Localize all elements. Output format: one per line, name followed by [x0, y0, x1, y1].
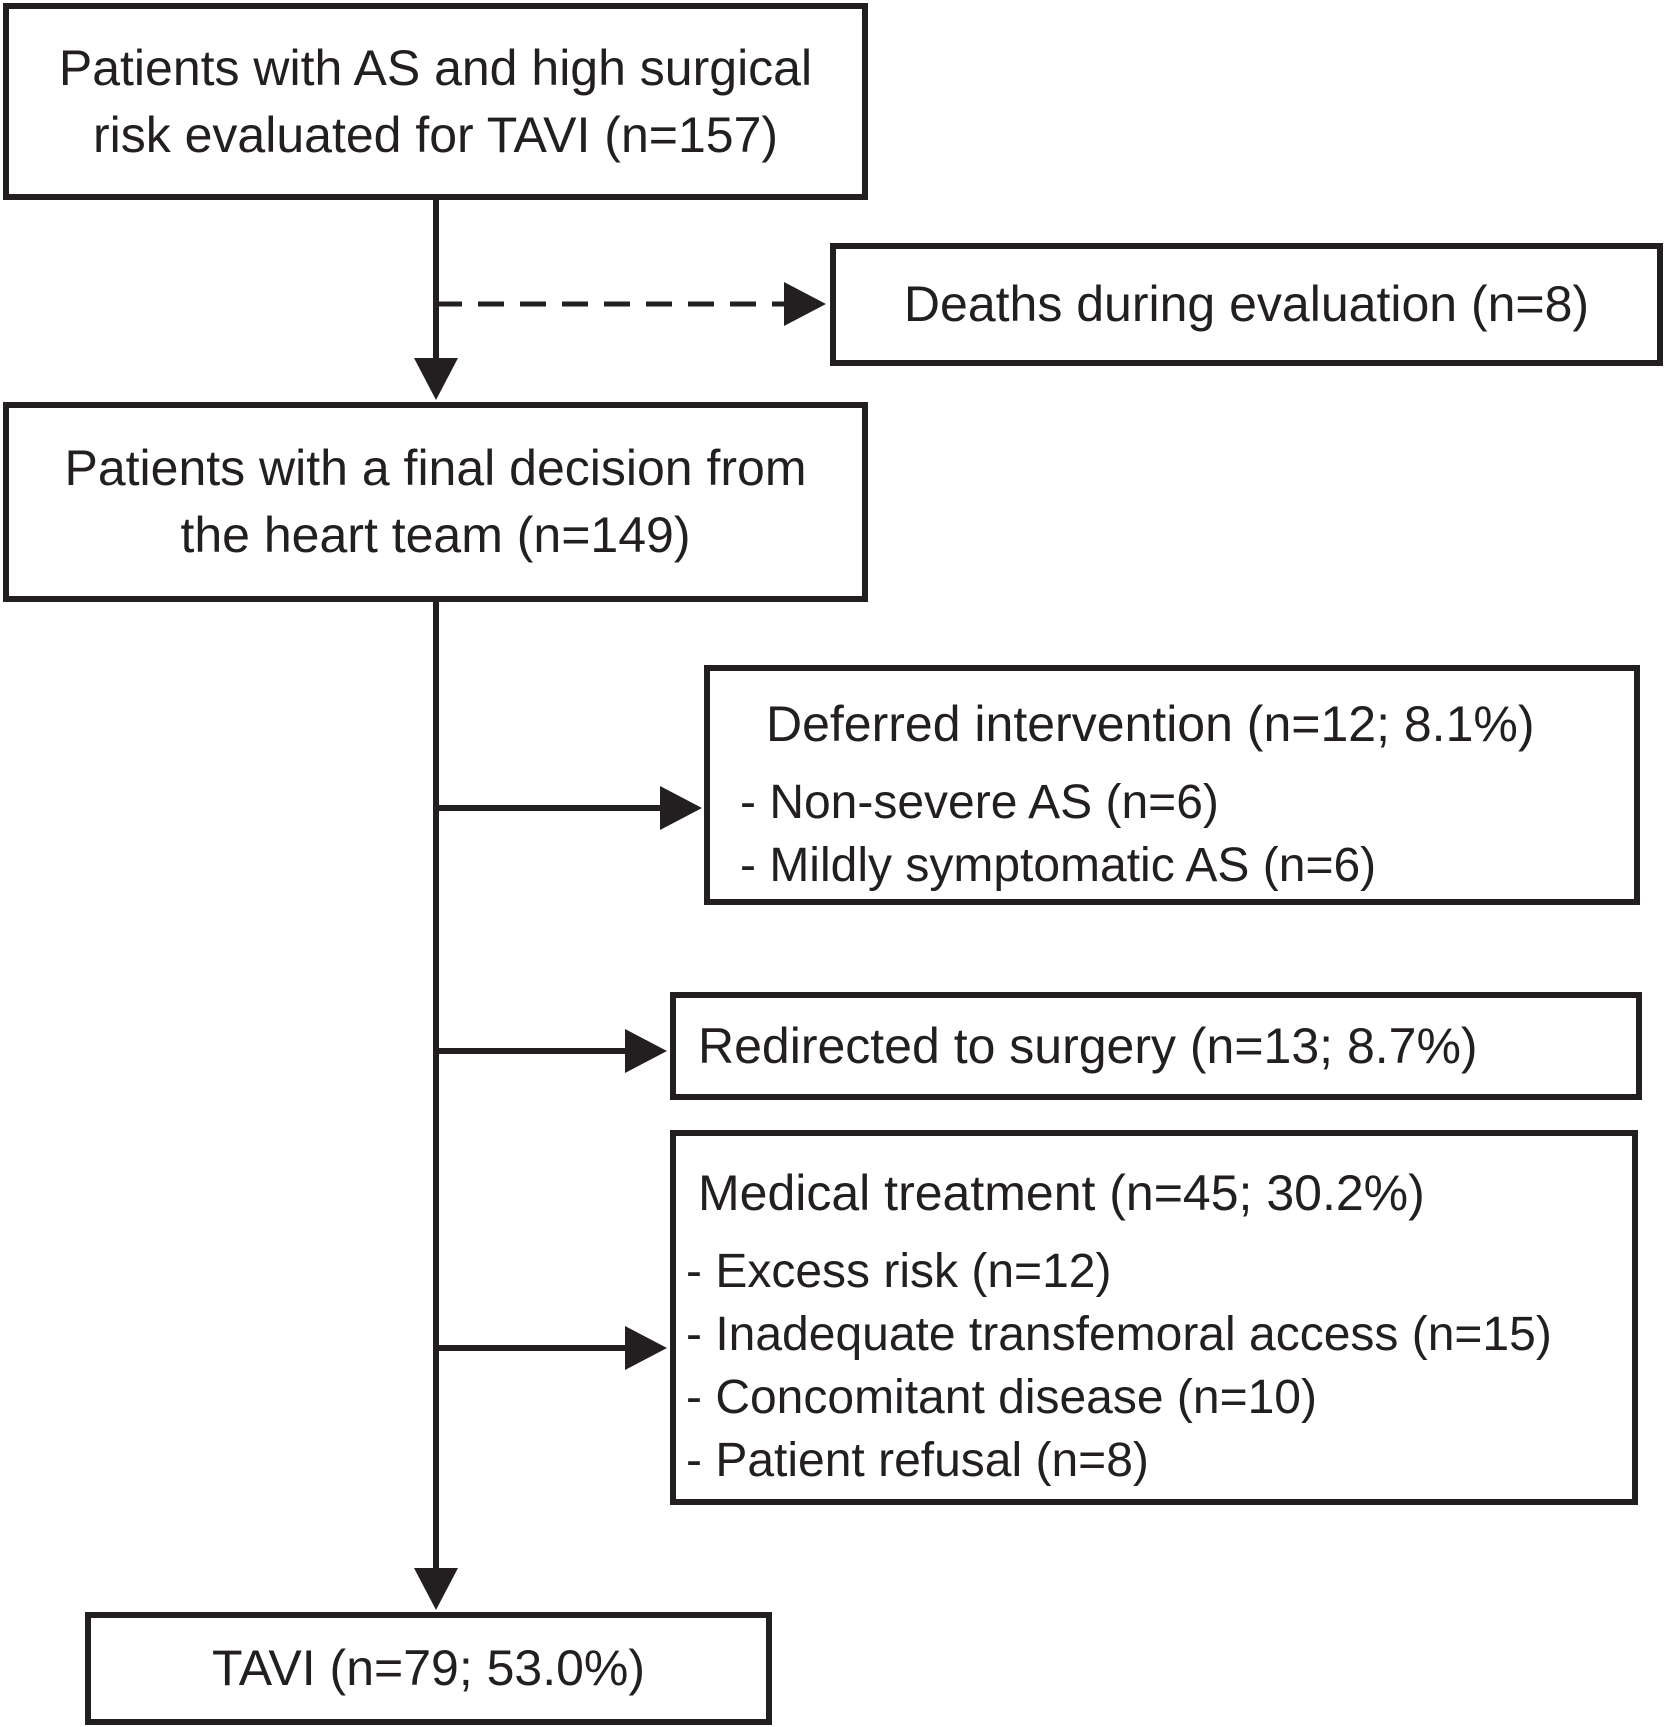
deaths-box-label: Deaths during evaluation (n=8) [903, 276, 1590, 332]
medical-box-title: Medical treatment (n=45; 30.2%) [698, 1165, 1425, 1221]
trunk-arrow-to-tavi [414, 602, 458, 1610]
arrow-branch-medical [436, 1326, 667, 1370]
decision-box-line-1: Patients with a final decision from [64, 440, 807, 496]
deaths-box: Deaths during evaluation (n=8) [830, 243, 1663, 366]
deferred-box: Deferred intervention (n=12; 8.1%) - Non… [704, 665, 1640, 905]
surgery-box-label: Redirected to surgery (n=13; 8.7%) [698, 1017, 1478, 1074]
surgery-box: Redirected to surgery (n=13; 8.7%) [670, 992, 1642, 1100]
deferred-box-item: - Non-severe AS (n=6) [740, 776, 1219, 829]
arrow-branch-deferred [436, 786, 702, 830]
medical-box: Medical treatment (n=45; 30.2%) - Excess… [670, 1130, 1638, 1505]
decision-box-line-2: the heart team (n=149) [180, 507, 691, 563]
decision-box: Patients with a final decision from the … [3, 402, 868, 602]
top-box-line-2: risk evaluated for TAVI (n=157) [92, 106, 779, 163]
top-box: Patients with AS and high surgical risk … [3, 3, 868, 200]
dashed-arrow-deaths [436, 282, 826, 326]
tavi-box: TAVI (n=79; 53.0%) [85, 1612, 772, 1725]
deferred-box-item: - Mildly symptomatic AS (n=6) [740, 839, 1377, 892]
medical-box-item: - Patient refusal (n=8) [686, 1434, 1149, 1487]
arrow-branch-surgery [436, 1029, 667, 1073]
arrow-top-to-decision [414, 200, 458, 400]
top-box-line-1: Patients with AS and high surgical [58, 39, 813, 96]
medical-box-item: - Inadequate transfemoral access (n=15) [686, 1308, 1552, 1361]
medical-box-item: - Excess risk (n=12) [686, 1245, 1112, 1298]
medical-box-item: - Concomitant disease (n=10) [686, 1371, 1317, 1424]
deferred-box-title: Deferred intervention (n=12; 8.1%) [766, 696, 1535, 752]
tavi-box-label: TAVI (n=79; 53.0%) [211, 1640, 646, 1696]
